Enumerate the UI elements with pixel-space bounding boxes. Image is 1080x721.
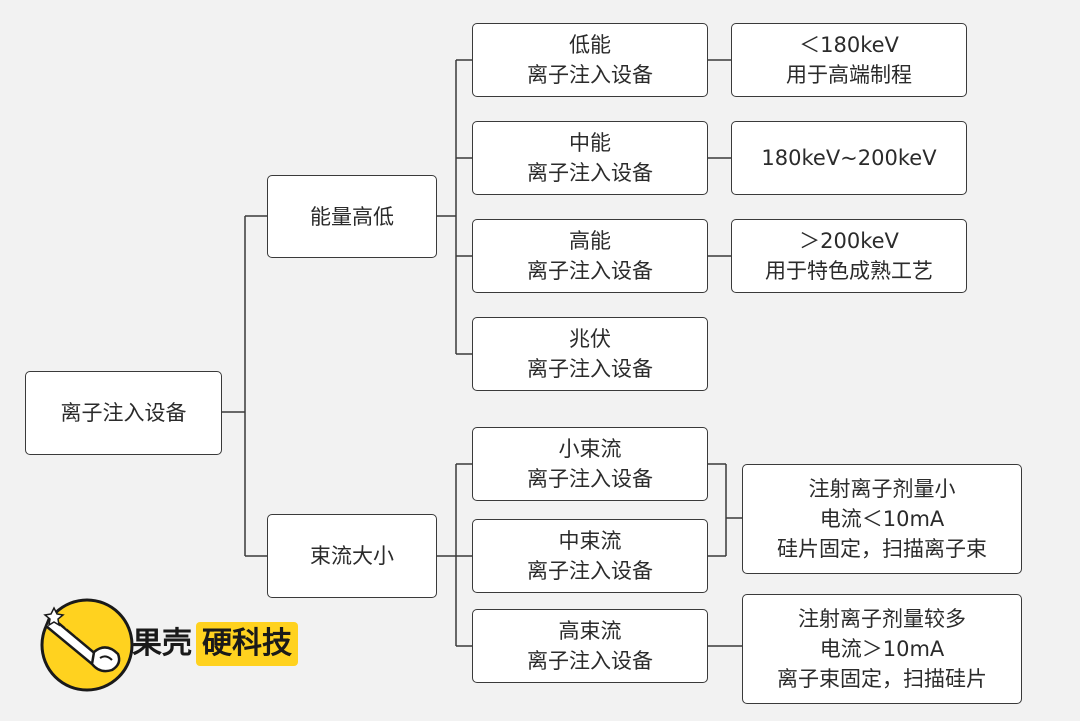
energy-item-mid-line2: 离子注入设备	[527, 161, 653, 185]
current-note-small-mid-line2: 电流＜10mA	[819, 507, 945, 531]
current-note-small-mid-line3: 硅片固定，扫描离子束	[777, 537, 987, 561]
energy-note-low-line2: 用于高端制程	[786, 63, 912, 87]
brand-logo: 果壳 硬科技	[40, 598, 300, 692]
energy-item-mid: 中能 离子注入设备	[472, 121, 708, 195]
energy-item-mid-line1: 中能	[569, 131, 611, 155]
current-note-high-line2: 电流＞10mA	[819, 637, 945, 661]
root-node: 离子注入设备	[25, 371, 222, 455]
energy-item-low-line1: 低能	[569, 33, 611, 57]
current-item-mid-line2: 离子注入设备	[527, 559, 653, 583]
current-note-small-mid-line1: 注射离子剂量小	[808, 477, 956, 501]
current-note-high-line1: 注射离子剂量较多	[798, 607, 966, 631]
energy-item-high: 高能 离子注入设备	[472, 219, 708, 293]
energy-node: 能量高低	[267, 175, 437, 258]
energy-note-mid-line1: 180keV~200keV	[761, 146, 937, 170]
energy-item-low-line2: 离子注入设备	[527, 63, 653, 87]
current-note-high: 注射离子剂量较多 电流＞10mA 离子束固定，扫描硅片	[742, 594, 1022, 704]
energy-note-high-line1: ＞200keV	[799, 229, 899, 253]
current-item-mid-line1: 中束流	[558, 529, 622, 553]
current-item-small-line1: 小束流	[558, 437, 622, 461]
logo-text-guoke: 果壳	[132, 626, 192, 661]
current-label: 束流大小	[310, 544, 394, 568]
current-note-high-line3: 离子束固定，扫描硅片	[777, 667, 987, 691]
logo-text-yingkeji: 硬科技	[196, 622, 298, 666]
current-item-high-line2: 离子注入设备	[527, 649, 653, 673]
energy-note-mid: 180keV~200keV	[731, 121, 967, 195]
current-node: 束流大小	[267, 514, 437, 598]
current-note-small-mid: 注射离子剂量小 电流＜10mA 硅片固定，扫描离子束	[742, 464, 1022, 574]
current-item-small-line2: 离子注入设备	[527, 467, 653, 491]
energy-note-low: ＜180keV 用于高端制程	[731, 23, 967, 97]
current-item-high-line1: 高束流	[558, 619, 622, 643]
logo-badge-icon	[40, 598, 134, 692]
energy-note-high: ＞200keV 用于特色成熟工艺	[731, 219, 967, 293]
energy-item-high-line1: 高能	[569, 229, 611, 253]
energy-item-mv: 兆伏 离子注入设备	[472, 317, 708, 391]
root-label: 离子注入设备	[60, 401, 187, 425]
energy-item-mv-line1: 兆伏	[569, 327, 611, 351]
energy-note-high-line2: 用于特色成熟工艺	[765, 259, 933, 283]
energy-note-low-line1: ＜180keV	[799, 33, 899, 57]
current-item-mid: 中束流 离子注入设备	[472, 519, 708, 593]
energy-item-low: 低能 离子注入设备	[472, 23, 708, 97]
energy-item-high-line2: 离子注入设备	[527, 259, 653, 283]
current-item-small: 小束流 离子注入设备	[472, 427, 708, 501]
current-item-high: 高束流 离子注入设备	[472, 609, 708, 683]
energy-label: 能量高低	[310, 204, 394, 229]
energy-item-mv-line2: 离子注入设备	[527, 357, 653, 381]
